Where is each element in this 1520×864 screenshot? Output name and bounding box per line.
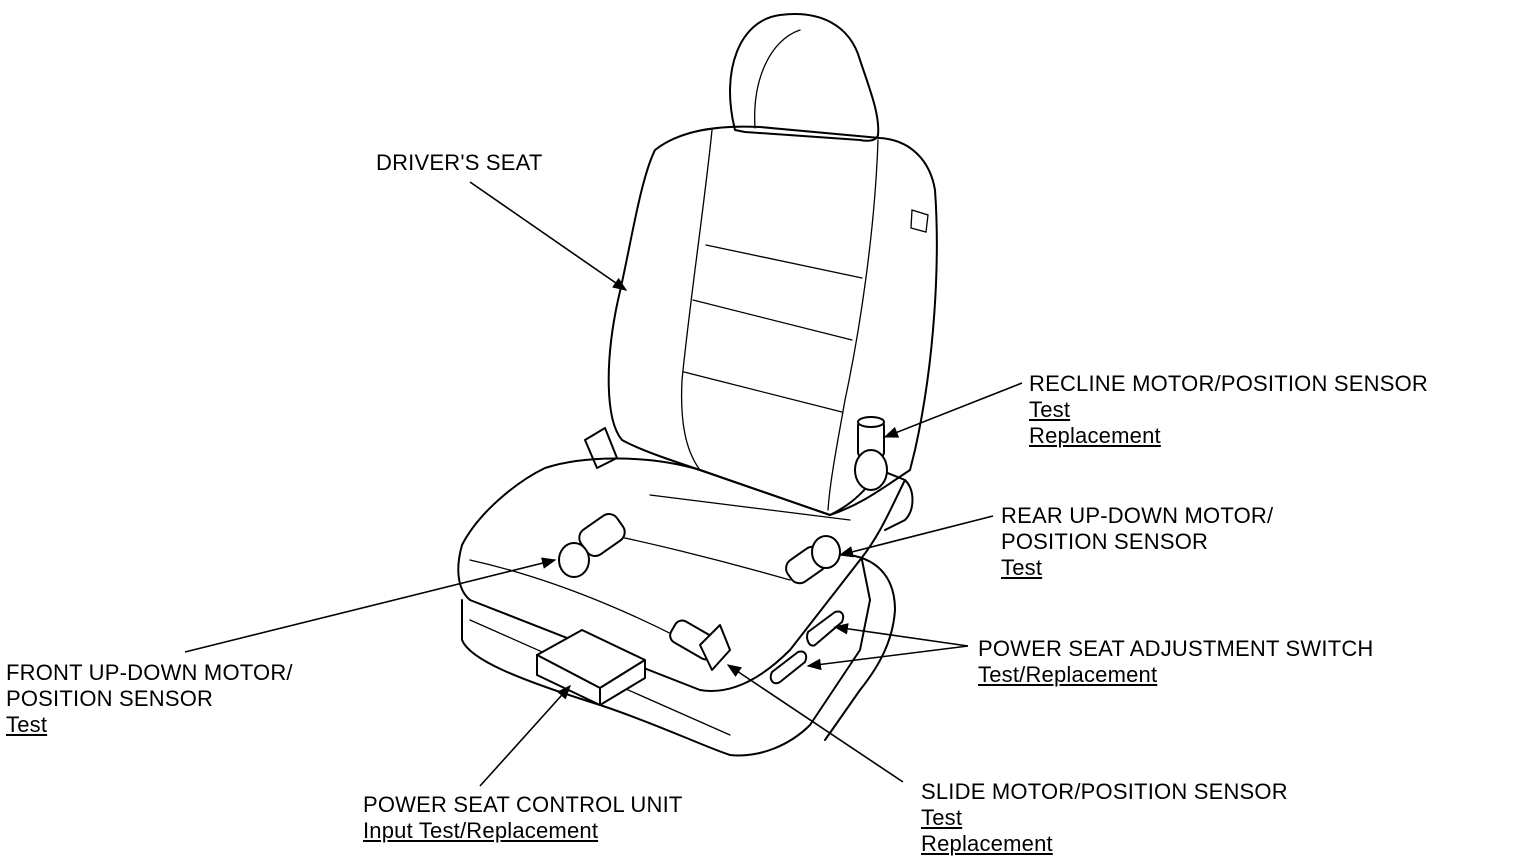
drivers-seat-label: DRIVER'S SEAT bbox=[376, 150, 543, 176]
headrest bbox=[729, 13, 880, 142]
adjust-switch-test-replacement-link[interactable]: Test/Replacement bbox=[978, 662, 1158, 687]
rear-updown-motor bbox=[785, 535, 841, 585]
recline-test-link[interactable]: Test bbox=[1029, 397, 1071, 422]
slide-test-link[interactable]: Test bbox=[921, 805, 963, 830]
control-unit-callout: POWER SEAT CONTROL UNIT Input Test/Repla… bbox=[363, 792, 683, 844]
control-unit-box bbox=[536, 629, 646, 706]
slide-replacement-link[interactable]: Replacement bbox=[921, 831, 1053, 856]
slide-motor bbox=[669, 619, 731, 671]
rear-updown-test-link[interactable]: Test bbox=[1001, 555, 1043, 580]
rear-updown-callout: REAR UP-DOWN MOTOR/ POSITION SENSOR Test bbox=[1001, 503, 1273, 581]
seat-backrest bbox=[607, 125, 938, 516]
seat-cushion bbox=[457, 457, 906, 757]
front-updown-callout: FRONT UP-DOWN MOTOR/ POSITION SENSOR Tes… bbox=[6, 660, 293, 738]
front-updown-test-link[interactable]: Test bbox=[6, 712, 48, 737]
rear-updown-title-line2: POSITION SENSOR bbox=[1001, 529, 1209, 554]
front-updown-motor bbox=[558, 513, 626, 578]
adjust-switch-title: POWER SEAT ADJUSTMENT SWITCH bbox=[978, 636, 1374, 661]
rear-updown-title-line1: REAR UP-DOWN MOTOR/ bbox=[1001, 503, 1274, 528]
adjust-switch-callout: POWER SEAT ADJUSTMENT SWITCH Test/Replac… bbox=[978, 636, 1374, 688]
drivers-seat-title: DRIVER'S SEAT bbox=[376, 150, 543, 175]
recline-title: RECLINE MOTOR/POSITION SENSOR bbox=[1029, 371, 1429, 396]
slide-callout: SLIDE MOTOR/POSITION SENSOR Test Replace… bbox=[921, 779, 1288, 857]
front-updown-title-line2: POSITION SENSOR bbox=[6, 686, 214, 711]
control-unit-input-test-link[interactable]: Input Test/Replacement bbox=[363, 818, 599, 843]
adjustment-switch bbox=[769, 610, 845, 685]
leader-lines bbox=[184, 181, 1023, 787]
front-updown-title-line1: FRONT UP-DOWN MOTOR/ bbox=[6, 660, 293, 685]
slide-title: SLIDE MOTOR/POSITION SENSOR bbox=[921, 779, 1288, 804]
recline-replacement-link[interactable]: Replacement bbox=[1029, 423, 1161, 448]
side-lever bbox=[584, 427, 914, 531]
control-unit-title: POWER SEAT CONTROL UNIT bbox=[363, 792, 683, 817]
recline-callout: RECLINE MOTOR/POSITION SENSOR Test Repla… bbox=[1029, 371, 1428, 449]
recline-motor bbox=[854, 416, 888, 491]
